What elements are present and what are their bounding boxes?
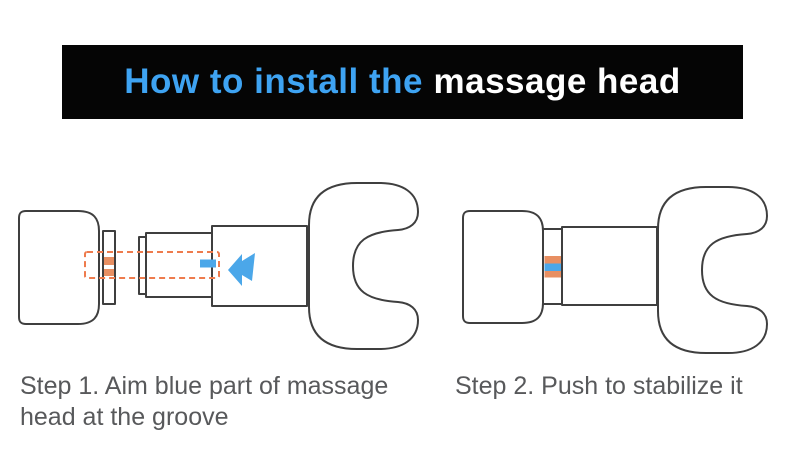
massage-head-fork xyxy=(308,182,419,350)
head-shaft-ring xyxy=(138,236,147,295)
step2-diagram xyxy=(440,173,780,365)
head-block xyxy=(211,225,308,307)
device-body xyxy=(462,210,544,324)
massage-head-fork xyxy=(657,186,768,354)
groove-collar xyxy=(102,230,116,305)
step1-illustration xyxy=(18,182,419,350)
stripe-blue-middle xyxy=(544,263,561,271)
step2-caption: Step 2. Push to stabilize it xyxy=(455,372,743,400)
head-shaft xyxy=(561,226,658,306)
groove-mark-top xyxy=(104,257,114,265)
title-rest-text: massage head xyxy=(433,62,681,101)
step1-caption: Step 1. Aim blue part of massage head at… xyxy=(20,372,389,431)
title-banner: How to install the massage head xyxy=(62,45,743,119)
stripe-orange-top xyxy=(544,256,561,264)
stripe-orange-bottom xyxy=(544,271,561,278)
title-highlight-text: How to install the xyxy=(124,62,423,101)
blue-alignment-tab xyxy=(200,259,216,268)
alignment-stripes xyxy=(544,256,561,278)
device-body xyxy=(18,210,100,325)
step2-illustration xyxy=(462,186,768,354)
step1-diagram xyxy=(0,173,430,365)
push-direction-arrow-icon xyxy=(228,253,255,286)
groove-highlight-dashed-box xyxy=(84,251,220,279)
groove-mark-bottom xyxy=(104,269,114,276)
